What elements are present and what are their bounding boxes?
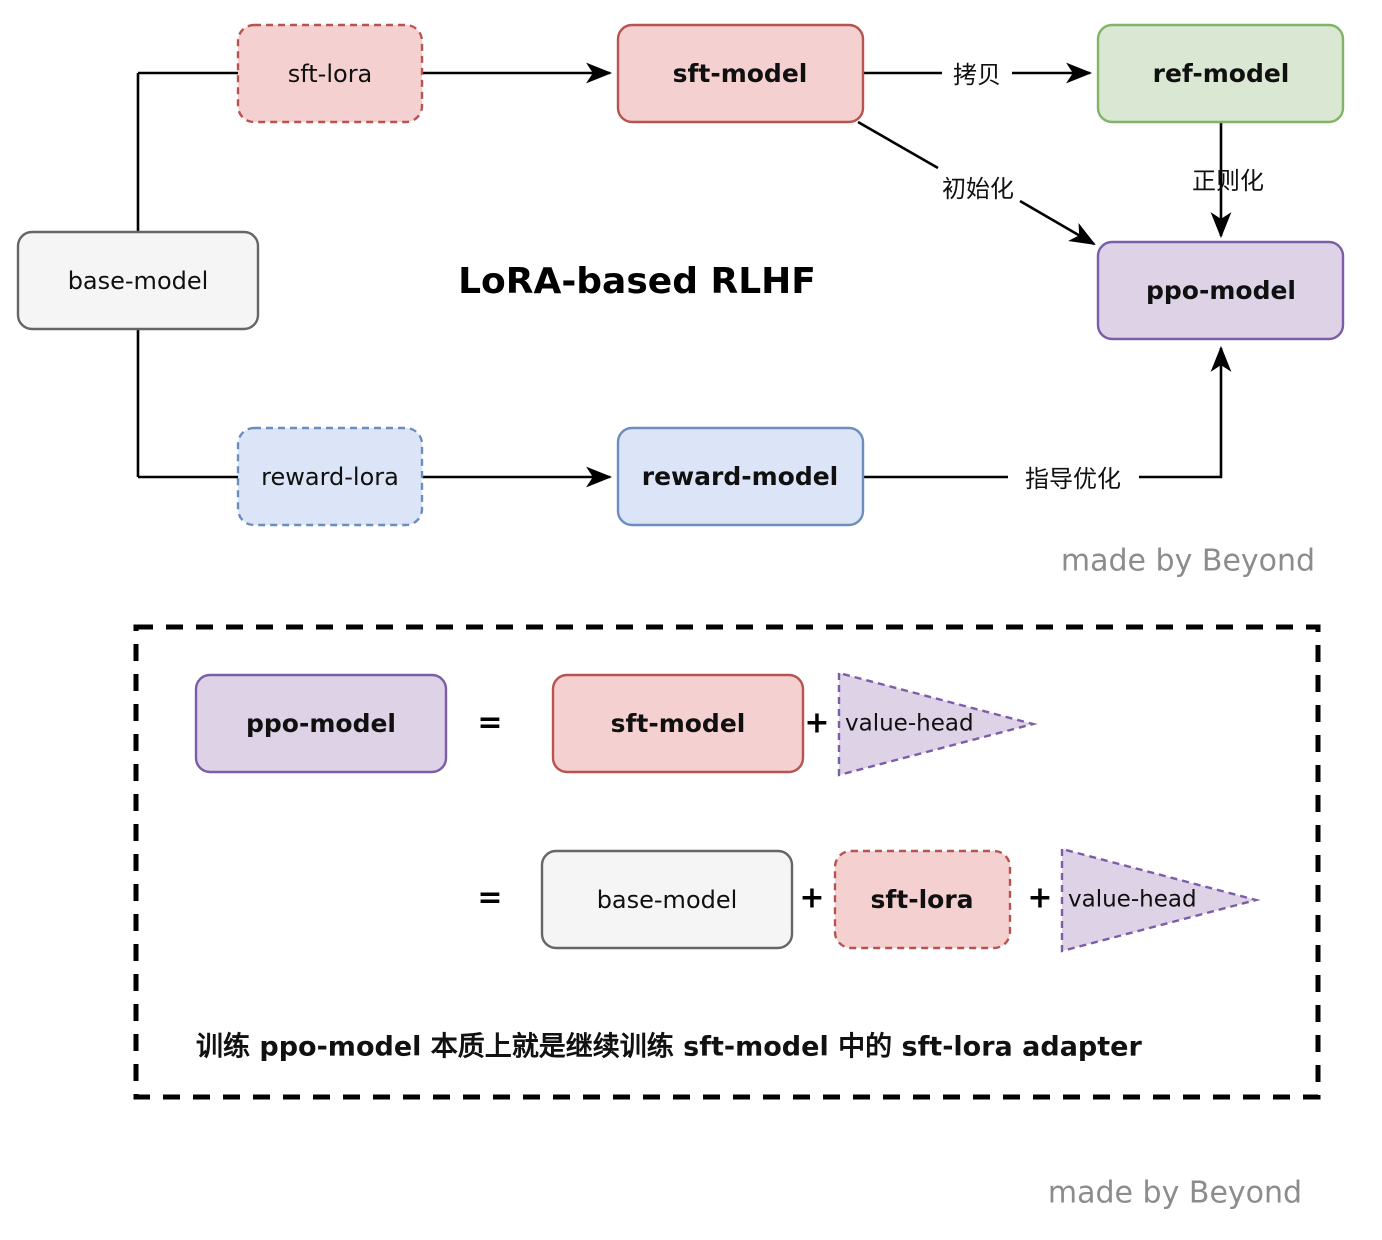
legend-caption: 训练 ppo-model 本质上就是继续训练 sft-model 中的 sft-… [196, 1031, 1142, 1063]
legend-box-sft-lora-shape[interactable] [833, 849, 1012, 950]
node-base-model[interactable]: base-model [16, 230, 260, 331]
edge-line-init-b [1019, 199, 1096, 246]
node-sft-model-label: sft-model [673, 59, 808, 88]
node-sft-model[interactable]: sft-model [616, 23, 865, 124]
legend-triangle-value-head-2-label: value-head [1068, 887, 1197, 913]
edge-line-guide-b [1139, 345, 1232, 479]
legend-box-sft-lora-label: sft-lora [870, 885, 973, 914]
legend-operator-plus-2: + [799, 881, 824, 916]
node-reward-lora[interactable]: reward-lora [236, 426, 424, 527]
node-sft-lora[interactable]: sft-lora [236, 23, 424, 124]
node-ppo-model-label: ppo-model [1146, 276, 1296, 305]
legend-triangle-value-head-2-shape[interactable] [1060, 847, 1261, 953]
watermark-top: made by Beyond [1061, 544, 1315, 579]
legend-row-1: ppo-model = sft-model + value-head [194, 671, 1038, 777]
legend-triangle-value-head-2[interactable]: value-head [1060, 847, 1261, 953]
legend-box-ppo-model[interactable]: ppo-model [194, 673, 448, 774]
node-reward-model-label: reward-model [642, 462, 839, 491]
legend-box-sft-lora[interactable]: sft-lora [833, 849, 1012, 950]
node-ref-model-label: ref-model [1153, 59, 1290, 88]
node-ref-model[interactable]: ref-model [1096, 23, 1345, 124]
edges-layer: 拷贝 初始化 正则化 指导优化 [136, 61, 1264, 493]
watermark-bottom: made by Beyond [1048, 1176, 1302, 1211]
legend-box-ppo-model-label: ppo-model [246, 709, 396, 738]
page-title: LoRA-based RLHF [458, 261, 816, 302]
node-sft-lora-label: sft-lora [288, 60, 373, 88]
edge-reward-model-to-ppo-model: 指导优化 [863, 345, 1232, 493]
legend-box-base-model-shape[interactable] [540, 849, 794, 950]
node-base-model-shape[interactable] [16, 230, 260, 331]
legend-triangle-value-head-1-shape[interactable] [837, 671, 1038, 777]
edge-line-init-a [857, 120, 939, 170]
edge-label-copy: 拷贝 [953, 61, 1001, 89]
legend-box-sft-model[interactable]: sft-model [551, 673, 805, 774]
nodes-layer: base-model sft-lora sft-model ref-model … [16, 23, 1345, 527]
legend-box-ppo-model-shape[interactable] [194, 673, 448, 774]
edge-label-initialize: 初始化 [942, 175, 1014, 203]
node-ref-model-shape[interactable] [1096, 23, 1345, 124]
node-sft-model-shape[interactable] [616, 23, 865, 124]
legend-operator-equals-1: = [477, 706, 502, 741]
node-reward-model[interactable]: reward-model [616, 426, 865, 527]
node-reward-lora-shape[interactable] [236, 426, 424, 527]
node-reward-lora-label: reward-lora [261, 463, 399, 491]
edge-sft-model-to-ref-model: 拷贝 [863, 61, 1093, 89]
node-reward-model-shape[interactable] [616, 426, 865, 527]
legend-box-sft-model-label: sft-model [611, 709, 746, 738]
legend-box-base-model-label: base-model [597, 886, 738, 914]
legend-triangle-value-head-1-label: value-head [845, 711, 974, 737]
edge-label-guide-optimization: 指导优化 [1025, 465, 1121, 493]
edge-ref-model-to-ppo-model: 正则化 [1192, 122, 1264, 239]
legend-operator-plus-3: + [1027, 881, 1052, 916]
node-ppo-model[interactable]: ppo-model [1096, 240, 1345, 341]
node-ppo-model-shape[interactable] [1096, 240, 1345, 341]
node-base-model-label: base-model [68, 267, 209, 295]
legend-panel: ppo-model = sft-model + value-head = bas… [133, 624, 1321, 1100]
legend-dashed-border [133, 624, 1321, 1100]
legend-triangle-value-head-1[interactable]: value-head [837, 671, 1038, 777]
legend-operator-plus-1: + [804, 706, 829, 741]
legend-box-sft-model-shape[interactable] [551, 673, 805, 774]
legend-row-2: = base-model + sft-lora + value-head [477, 847, 1261, 953]
node-sft-lora-shape[interactable] [236, 23, 424, 124]
legend-box-base-model[interactable]: base-model [540, 849, 794, 950]
edge-sft-model-to-ppo-model: 初始化 [857, 120, 1096, 246]
edge-label-regularize: 正则化 [1192, 167, 1264, 195]
legend-operator-equals-2: = [477, 881, 502, 916]
